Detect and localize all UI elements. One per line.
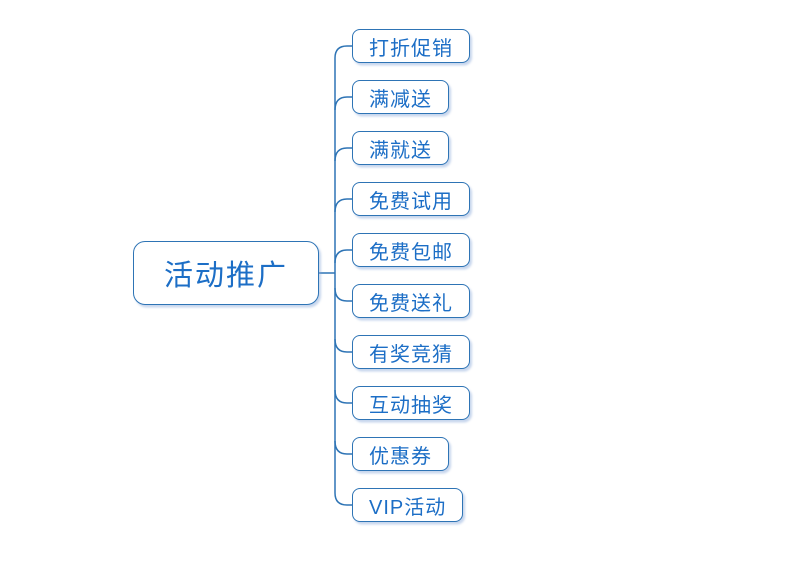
connector-path xyxy=(334,440,352,455)
mindmap-child-node[interactable]: 满就送 xyxy=(352,131,449,165)
mindmap-child-node[interactable]: 满减送 xyxy=(352,80,449,114)
connector-path xyxy=(334,273,352,506)
mindmap-child-node[interactable]: 免费送礼 xyxy=(352,284,470,318)
mindmap-child-node[interactable]: 优惠券 xyxy=(352,437,449,471)
mindmap-child-node[interactable]: VIP活动 xyxy=(352,488,464,522)
connector-path xyxy=(334,147,352,162)
connector-path xyxy=(334,198,352,213)
mindmap-root-node[interactable]: 活动推广 xyxy=(133,241,319,305)
mindmap-child-node[interactable]: 互动抽奖 xyxy=(352,386,470,420)
mindmap-child-node[interactable]: 打折促销 xyxy=(352,29,470,63)
connector-path xyxy=(334,96,352,111)
connector-path xyxy=(334,45,352,273)
connector-path xyxy=(334,287,352,302)
mindmap-child-node[interactable]: 有奖竞猜 xyxy=(352,335,470,369)
connector-path xyxy=(334,249,352,264)
mindmap-child-node[interactable]: 免费试用 xyxy=(352,182,470,216)
connector-path xyxy=(334,338,352,353)
mindmap-child-node[interactable]: 免费包邮 xyxy=(352,233,470,267)
connector-path xyxy=(334,389,352,404)
